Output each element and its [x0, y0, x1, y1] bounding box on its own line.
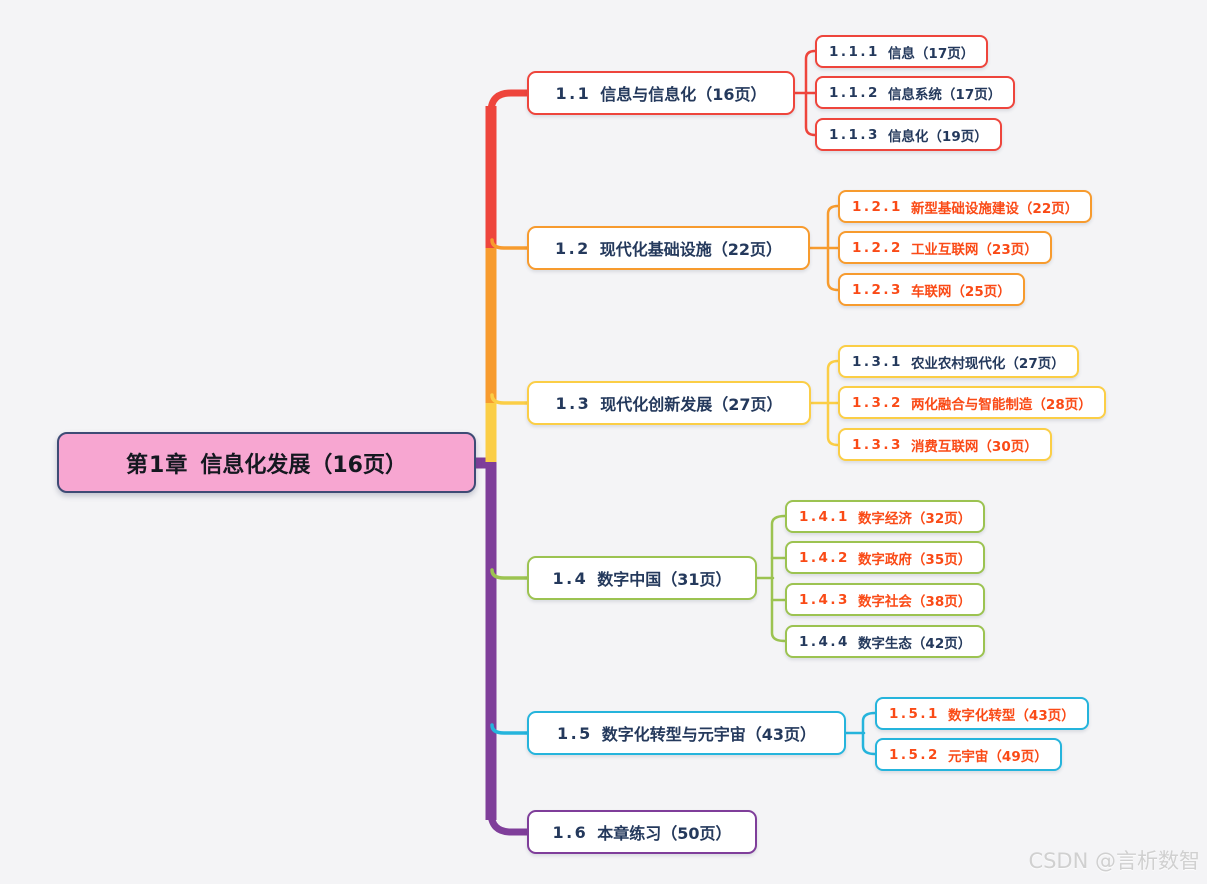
node-number: 1.3.1 — [852, 353, 903, 370]
node-label: 数字化转型与元宇宙（43页） — [601, 725, 817, 744]
node-label: 信息（17页） — [887, 45, 975, 62]
node-number: 1.1.3 — [829, 126, 880, 143]
node-number: 1.2.2 — [852, 239, 903, 256]
node-label: 信息系统（17页） — [887, 86, 1002, 103]
node-label: 信息化（19页） — [887, 128, 988, 145]
node-number: 1.3 — [555, 393, 592, 413]
node-number: 1.1 — [555, 83, 592, 103]
node-number: 1.4.1 — [799, 508, 850, 525]
node-number: 第1章 — [126, 452, 189, 478]
node-label: 本章练习（50页） — [597, 824, 732, 843]
node-number: 1.5 — [556, 723, 593, 743]
child-node-1-5-1[interactable]: 1.5.1 数字化转型（43页） — [875, 697, 1089, 730]
node-number: 1.5.2 — [889, 746, 940, 763]
child-node-1-4-1[interactable]: 1.4.1 数字经济（32页） — [785, 500, 986, 533]
child-rail-1-1 — [804, 49, 817, 137]
child-node-1-3-2[interactable]: 1.3.2 两化融合与智能制造（28页） — [838, 386, 1106, 419]
node-label: 元宇宙（49页） — [947, 748, 1048, 765]
child-node-1-2-1[interactable]: 1.2.1 新型基础设施建设（22页） — [838, 190, 1093, 223]
trunk-segment-purple — [476, 457, 497, 820]
node-number: 1.6 — [552, 822, 589, 842]
child-node-1-5-2[interactable]: 1.5.2 元宇宙（49页） — [875, 738, 1062, 771]
node-number: 1.4.2 — [799, 549, 850, 566]
node-number: 1.3.3 — [852, 436, 903, 453]
child-node-1-3-1[interactable]: 1.3.1 农业农村现代化（27页） — [838, 345, 1079, 378]
node-label: 消费互联网（30页） — [910, 438, 1038, 455]
child-node-1-4-3[interactable]: 1.4.3 数字社会（38页） — [785, 583, 986, 616]
child-node-1-2-2[interactable]: 1.2.2 工业互联网（23页） — [838, 231, 1052, 264]
node-number: 1.2.3 — [852, 281, 903, 298]
branch-node-1-5[interactable]: 1.5 数字化转型与元宇宙（43页） — [527, 711, 846, 755]
watermark: CSDN @言析数智 — [1028, 849, 1200, 873]
node-number: 1.1.2 — [829, 84, 880, 101]
node-number: 1.1.1 — [829, 43, 880, 60]
node-label: 现代化基础设施（22页） — [599, 240, 783, 259]
child-node-1-1-2[interactable]: 1.1.2 信息系统（17页） — [815, 76, 1016, 109]
node-label: 两化融合与智能制造（28页） — [910, 396, 1092, 413]
child-node-1-3-3[interactable]: 1.3.3 消费互联网（30页） — [838, 428, 1052, 461]
branch-node-1-6[interactable]: 1.6 本章练习（50页） — [527, 810, 757, 854]
child-node-1-2-3[interactable]: 1.2.3 车联网（25页） — [838, 273, 1025, 306]
branch-stub-1-5 — [490, 723, 529, 735]
node-number: 1.2 — [554, 238, 591, 258]
node-label: 现代化创新发展（27页） — [600, 395, 783, 414]
branch-stub-1-3 — [490, 393, 529, 405]
child-rail-1-5 — [861, 711, 877, 756]
branch-node-1-2[interactable]: 1.2 现代化基础设施（22页） — [527, 226, 810, 270]
node-number: 1.2.1 — [852, 198, 903, 215]
node-label: 数字生态（42页） — [857, 635, 972, 652]
node-label: 数字中国（31页） — [597, 570, 732, 589]
branch-curve-1-6 — [487, 811, 527, 836]
branch-node-1-4[interactable]: 1.4 数字中国（31页） — [527, 556, 757, 600]
node-label: 工业互联网（23页） — [910, 241, 1038, 258]
node-label: 数字政府（35页） — [857, 551, 972, 568]
node-number: 1.5.1 — [889, 705, 940, 722]
node-number: 1.3.2 — [852, 394, 903, 411]
branch-curve-1-1 — [487, 89, 527, 113]
child-rail-1-2 — [826, 204, 840, 292]
node-number: 1.4.3 — [799, 591, 850, 608]
child-node-1-4-4[interactable]: 1.4.4 数字生态（42页） — [785, 625, 986, 658]
branch-node-1-1[interactable]: 1.1 信息与信息化（16页） — [527, 71, 795, 115]
node-label: 信息化发展（16页） — [200, 452, 407, 478]
node-label: 信息与信息化（16页） — [600, 85, 767, 104]
child-rail-1-3 — [826, 359, 840, 447]
node-label: 车联网（25页） — [910, 283, 1011, 300]
branch-node-1-3[interactable]: 1.3 现代化创新发展（27页） — [527, 381, 811, 425]
node-label: 新型基础设施建设（22页） — [910, 200, 1079, 217]
node-label: 数字经济（32页） — [857, 510, 972, 527]
node-label: 农业农村现代化（27页） — [910, 355, 1065, 372]
child-node-1-1-3[interactable]: 1.1.3 信息化（19页） — [815, 118, 1002, 151]
branch-stub-1-4 — [490, 568, 529, 580]
node-label: 数字化转型（43页） — [947, 707, 1075, 724]
branch-stub-1-2 — [490, 238, 529, 250]
child-node-1-1-1[interactable]: 1.1.1 信息（17页） — [815, 35, 989, 68]
node-number: 1.4 — [552, 568, 589, 588]
node-label: 数字社会（38页） — [857, 593, 972, 610]
child-rail-1-4 — [770, 514, 787, 643]
node-number: 1.4.4 — [799, 633, 850, 650]
child-node-1-4-2[interactable]: 1.4.2 数字政府（35页） — [785, 541, 986, 574]
root-node[interactable]: 第1章 信息化发展（16页） — [57, 432, 476, 493]
